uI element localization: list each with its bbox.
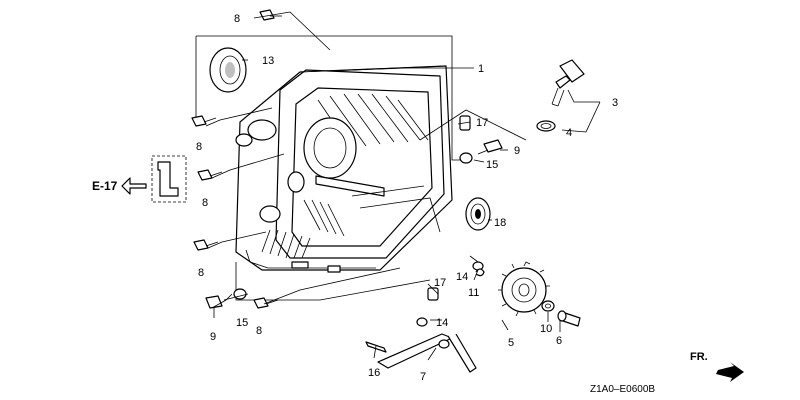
callout-8-top: 8 — [234, 13, 240, 25]
washer-hole — [545, 303, 551, 309]
reference-label: E-17 — [92, 179, 118, 193]
callout-7: 7 — [420, 371, 426, 383]
oil-filler-cap — [551, 59, 585, 107]
sealing-washer-right — [459, 152, 473, 164]
oil-seal — [209, 47, 247, 93]
callout-8-left-lower: 8 — [198, 267, 204, 279]
governor-arm — [377, 333, 477, 373]
callout-6: 6 — [556, 335, 562, 347]
front-direction-arrow — [716, 362, 744, 382]
callout-11: 11 — [468, 287, 479, 299]
o-ring — [536, 120, 556, 132]
callout-8-bottom: 8 — [256, 325, 262, 337]
flange-bolt — [259, 9, 282, 21]
callout-5: 5 — [508, 337, 514, 349]
callout-9-right: 9 — [514, 145, 520, 157]
gear-shaft — [557, 310, 581, 327]
callout-14-upper: 14 — [456, 271, 468, 283]
callout-17-upper: 17 — [476, 117, 488, 129]
drain-bolt-right — [477, 139, 503, 155]
washer-lower — [416, 317, 428, 327]
callout-15-bottom: 15 — [236, 317, 248, 329]
ball-bearing — [465, 197, 491, 231]
callout-14-lower: 14 — [436, 317, 448, 329]
callout-1: 1 — [478, 63, 484, 75]
callout-18: 18 — [494, 217, 506, 229]
direction-label: FR. — [690, 351, 708, 363]
breather-tube-reference — [121, 155, 187, 203]
dowel-pin-lower — [427, 287, 439, 301]
callout-16: 16 — [368, 367, 380, 379]
callout-10: 10 — [540, 323, 552, 335]
callout-3: 3 — [612, 97, 618, 109]
callout-9-bottom: 9 — [210, 331, 216, 343]
crankcase-cover — [235, 65, 453, 273]
washer — [541, 300, 555, 312]
flange-bolt — [253, 297, 279, 309]
diagram-code: Z1A0–E0600B — [590, 384, 655, 395]
callout-15-right: 15 — [486, 159, 498, 171]
callout-8-left-upper: 8 — [196, 141, 202, 153]
callout-17-lower: 17 — [434, 277, 446, 289]
callout-8-left-middle: 8 — [202, 197, 208, 209]
callout-4: 4 — [566, 127, 572, 139]
flange-bolt — [191, 115, 217, 127]
sealing-washer-bottom — [233, 288, 247, 300]
reference-arrow — [121, 177, 147, 195]
callout-13: 13 — [262, 55, 274, 67]
leader-lines — [205, 11, 601, 361]
